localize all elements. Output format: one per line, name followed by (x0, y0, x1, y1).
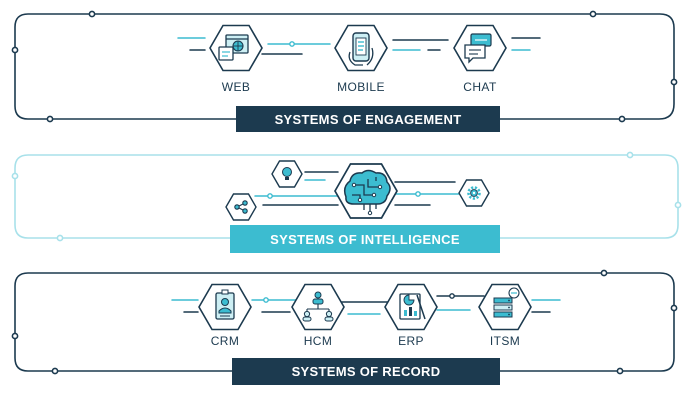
server-rack-icon (493, 287, 520, 318)
mobile-node (334, 24, 388, 72)
record-dot (51, 367, 59, 375)
erp-node (384, 283, 438, 331)
mobile-phone-icon (348, 32, 374, 66)
record-dot (600, 269, 608, 277)
engagement-dot (11, 46, 19, 54)
chat-bubble-icon (464, 33, 492, 64)
brain-circuit-icon (343, 169, 391, 216)
engagement-dot (618, 115, 626, 123)
mobile-label: MOBILE (337, 80, 385, 94)
engagement-dot (670, 78, 678, 86)
engagement-dot (589, 10, 597, 18)
record-connectors (171, 293, 561, 315)
lightbulb-icon (282, 167, 292, 180)
intelligence-dot (11, 172, 19, 180)
engagement-connectors (177, 37, 541, 55)
record-frame (14, 272, 675, 372)
itsm-label: ITSM (489, 334, 521, 348)
intelligence-dot (626, 151, 634, 159)
engagement-dot (46, 115, 54, 123)
share-node (225, 193, 257, 221)
record-dot (670, 304, 678, 312)
hcm-node (291, 283, 345, 331)
record-dot (616, 367, 624, 375)
web-node (209, 24, 263, 72)
connector-dot (449, 293, 455, 299)
connector-dot (263, 297, 269, 303)
hcm-label: HCM (303, 334, 333, 348)
engagement-dot (88, 10, 96, 18)
crm-node (198, 283, 252, 331)
share-icon (234, 200, 248, 214)
hexagon-frame (225, 193, 257, 221)
crm-label: CRM (210, 334, 240, 348)
engagement-band (11, 10, 678, 123)
chat-node (453, 24, 507, 72)
record-dot (11, 332, 19, 340)
chat-label: CHAT (463, 80, 497, 94)
intelligence-title: SYSTEMS OF INTELLIGENCE (230, 225, 500, 253)
connector-dot (415, 191, 421, 197)
engagement-frame (14, 13, 675, 120)
web-browser-icon (218, 34, 249, 61)
engagement-title: SYSTEMS OF ENGAGEMENT (236, 106, 500, 132)
erp-label: ERP (398, 334, 424, 348)
connector-dot (267, 193, 273, 199)
intelligence-frame (14, 154, 679, 239)
intelligence-connectors (254, 171, 461, 206)
web-label: WEB (221, 80, 251, 94)
brain-node (334, 163, 398, 219)
record-title: SYSTEMS OF RECORD (232, 358, 500, 385)
id-card-icon (215, 289, 235, 320)
intelligence-dot (56, 234, 64, 242)
gear-node (458, 179, 490, 207)
people-network-icon (302, 291, 334, 322)
gear-icon (467, 186, 481, 200)
connector-dot (289, 41, 295, 47)
lightbulb-node (271, 160, 303, 188)
chart-document-icon (399, 293, 426, 320)
intelligence-band (11, 151, 682, 242)
intelligence-dot (674, 201, 682, 209)
itsm-node (478, 283, 532, 331)
record-band (11, 269, 678, 375)
